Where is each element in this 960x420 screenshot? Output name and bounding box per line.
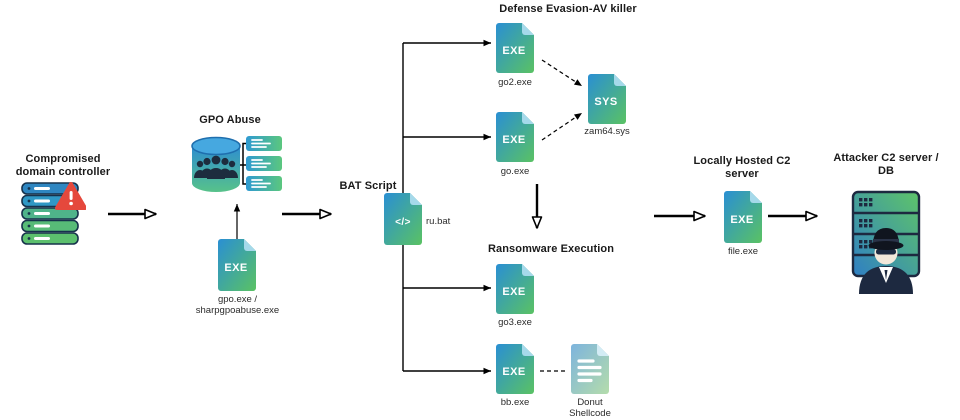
file-exe-label: file.exe [727, 246, 759, 257]
attacker-server-icon [851, 190, 921, 294]
svg-text:EXE: EXE [502, 134, 525, 146]
exe-file-icon: EXE [218, 239, 256, 291]
svg-text:EXE: EXE [502, 286, 525, 298]
spy-icon [859, 228, 913, 294]
go2-exe-label: go2.exe [498, 77, 532, 88]
gpo-exe-node[interactable]: EXE [218, 239, 256, 291]
stage-title-local-c2: Locally Hosted C2 server [693, 155, 791, 180]
stage-title-compromised-dc: Compromised domain controller [15, 153, 111, 178]
go3-exe-label: go3.exe [498, 317, 532, 328]
stage-title-defense-evasion: Defense Evasion-AV killer [499, 3, 637, 15]
stage-title-ransomware-execution: Ransomware Execution [487, 243, 615, 255]
exe-file-icon: EXE [496, 344, 534, 394]
svg-text:EXE: EXE [502, 366, 525, 378]
donut-shellcode-node[interactable] [571, 344, 609, 394]
exe-file-icon: EXE [496, 264, 534, 314]
svg-text:SYS: SYS [594, 96, 617, 108]
zam64-sys-label: zam64.sys [584, 126, 630, 137]
compromised-dc-node[interactable] [20, 182, 86, 248]
group-policy-icon [191, 136, 282, 192]
sunglasses [876, 249, 896, 255]
exe-file-icon: EXE [496, 23, 534, 73]
exe-file-icon: EXE [496, 112, 534, 162]
policy-list-items [246, 136, 282, 191]
go2-exe-node[interactable]: EXE [496, 23, 534, 73]
dashed-go2-to-sys [541, 59, 583, 87]
file-exe-node[interactable]: EXE [724, 191, 762, 243]
stage-title-attacker-c2: Attacker C2 server / DB [833, 152, 939, 177]
server-stack-warning-icon [21, 182, 86, 245]
svg-text:EXE: EXE [502, 45, 525, 57]
zam64-sys-node[interactable]: SYS [588, 74, 626, 124]
shellcode-doc-icon [571, 344, 609, 394]
svg-text:</>: </> [395, 217, 411, 228]
gpo-exe-label: gpo.exe / sharpgpoabuse.exe [195, 294, 280, 316]
bb-exe-node[interactable]: EXE [496, 344, 534, 394]
go-exe-node[interactable]: EXE [496, 112, 534, 162]
dashed-go-to-sys [541, 112, 583, 141]
bat-file-icon: </> [384, 193, 422, 245]
attacker-c2-node[interactable] [843, 190, 929, 296]
users-group-icon [194, 155, 238, 179]
exe-file-icon: EXE [724, 191, 762, 243]
svg-text:EXE: EXE [224, 262, 247, 274]
stage-title-bat-script: BAT Script [339, 180, 397, 192]
bb-exe-label: bb.exe [500, 397, 530, 408]
gpo-abuse-node[interactable] [188, 134, 284, 196]
stage-title-gpo-abuse: GPO Abuse [199, 114, 261, 126]
warning-icon [55, 182, 86, 210]
bat-script-node[interactable]: </> [384, 193, 422, 245]
svg-text:EXE: EXE [730, 214, 753, 226]
donut-shellcode-label: Donut Shellcode [569, 397, 611, 419]
go-exe-label: go.exe [500, 166, 530, 177]
sys-file-icon: SYS [588, 74, 626, 124]
ru-bat-label: ru.bat [426, 216, 451, 227]
go3-exe-node[interactable]: EXE [496, 264, 534, 314]
